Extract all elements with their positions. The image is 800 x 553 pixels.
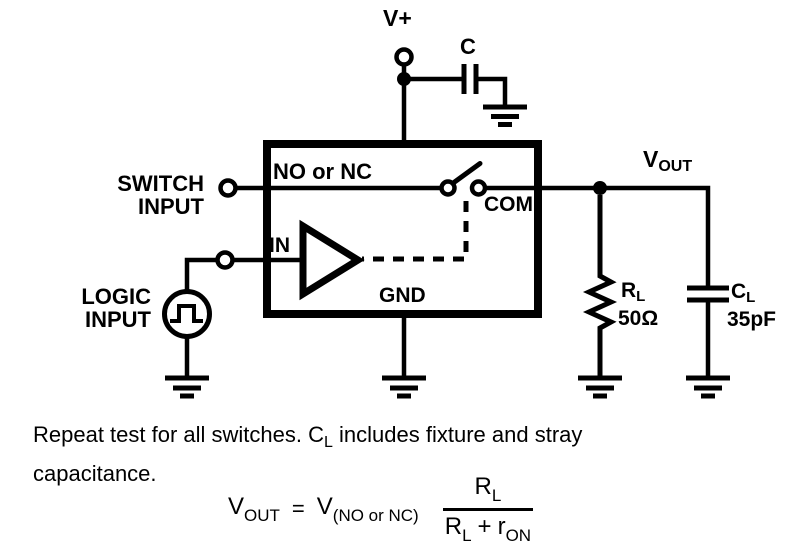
ground-symbol	[578, 375, 622, 399]
buffer-amplifier-symbol	[299, 219, 365, 301]
cl-name-label: CL	[731, 280, 756, 306]
switch-contact-no-nc	[439, 179, 457, 197]
bypass-capacitor-symbol	[461, 64, 508, 105]
formula-lhs: VOUT	[228, 492, 280, 525]
note-text: Repeat test for all switches. CL include…	[33, 419, 582, 489]
note-line-1: Repeat test for all switches. CL include…	[33, 422, 583, 451]
logic-input-label: LOGIC INPUT	[81, 284, 151, 332]
switch-input-terminal	[218, 178, 238, 198]
ground-symbol	[165, 375, 209, 399]
vout-formula: VOUT = V(NO or NC) RL RL+rON	[228, 470, 534, 548]
source-circle	[162, 289, 212, 339]
cap-ground-wire	[478, 76, 508, 105]
vout-label: VOUT	[643, 146, 693, 175]
com-pin-label: COM	[484, 193, 533, 216]
formula-rhs-source: V(NO or NC)	[316, 492, 419, 525]
control-dashed-link	[362, 201, 469, 262]
note-line-2: capacitance.	[33, 461, 157, 486]
formula-fraction: RL RL+rON	[442, 474, 534, 545]
logic-input-terminal	[215, 250, 235, 270]
junction-dot	[593, 181, 607, 195]
switch-contact-com	[469, 179, 488, 197]
cl-value-label: 35pF	[727, 308, 777, 331]
vplus-terminal	[394, 47, 414, 67]
ic-outline	[263, 140, 542, 318]
load-resistor-symbol	[582, 195, 618, 378]
spst-switch-symbol	[439, 161, 488, 197]
ground-symbol	[382, 375, 426, 399]
supply-branch	[394, 47, 462, 144]
logic-input-wire	[184, 257, 303, 292]
junction-dot	[397, 72, 411, 86]
output-wire	[486, 185, 711, 287]
no-or-nc-pin-label: NO or NC	[273, 159, 372, 184]
switch-blade	[450, 161, 483, 186]
in-pin-label: IN	[269, 234, 290, 257]
rl-name-label: RL	[621, 279, 646, 305]
gnd-pin-label: GND	[379, 284, 426, 307]
load-capacitor-symbol	[687, 285, 729, 378]
fraction-numerator: RL	[442, 474, 534, 511]
ground-symbol	[483, 104, 527, 127]
bypass-cap-label: C	[460, 34, 476, 59]
pulse-waveform-icon	[170, 304, 203, 323]
ground-symbol	[686, 375, 730, 399]
equals-sign: =	[291, 496, 305, 521]
pulse-source-symbol	[162, 289, 212, 378]
switch-input-label: SWITCH INPUT	[117, 171, 204, 219]
vplus-label: V+	[383, 5, 412, 31]
fraction-denominator: RL+rON	[444, 512, 532, 545]
rl-value-label: 50Ω	[618, 307, 659, 330]
